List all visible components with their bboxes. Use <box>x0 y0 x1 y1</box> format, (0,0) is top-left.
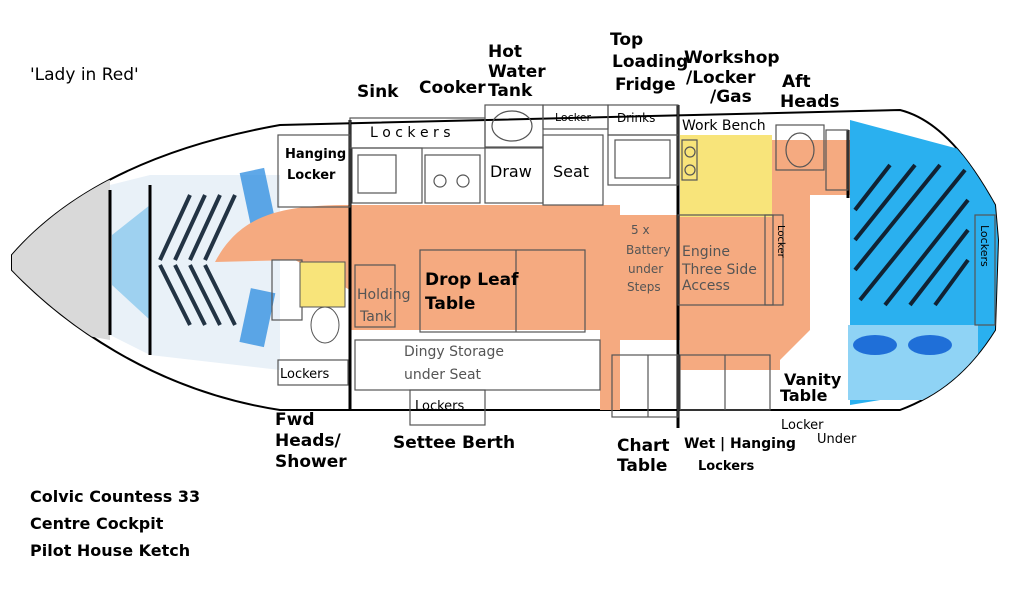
shower-tray <box>299 261 346 308</box>
label-dingy-2: under Seat <box>404 367 482 383</box>
label-battery-1: 5 x <box>631 223 650 237</box>
label-vanity-2: Table <box>780 386 828 405</box>
label-wet-lockers: Lockers <box>698 459 754 474</box>
forward-berth-hatch <box>112 205 150 320</box>
label-drop-leaf-2: Table <box>425 294 475 314</box>
label-hot-1: Hot <box>488 42 522 62</box>
label-locker-vertical: Locker <box>775 225 786 259</box>
label-lockers-top: L o c k e r s <box>370 125 451 141</box>
label-fwd-heads-2: Heads/ <box>275 431 342 451</box>
label-workshop-2: /Locker <box>686 68 756 88</box>
label-chart-2: Table <box>617 456 667 476</box>
label-workshop-1: Workshop <box>684 48 780 68</box>
label-vanity-1: Vanity <box>784 370 842 389</box>
aft-passage <box>680 215 780 370</box>
label-locker-small: Locker <box>555 111 591 124</box>
label-dingy-1: Dingy Storage <box>404 344 504 360</box>
info-line-3: Pilot House Ketch <box>30 541 190 560</box>
info-line-1: Colvic Countess 33 <box>30 487 200 506</box>
label-fwd-heads-3: Shower <box>275 452 347 472</box>
label-engine-1: Engine <box>682 244 730 260</box>
label-settee-berth: Settee Berth <box>393 433 515 453</box>
label-aft-heads-1: Aft <box>782 72 811 92</box>
label-workshop-3: /Gas <box>710 87 752 107</box>
label-fridge-1: Top <box>610 30 643 50</box>
label-drop-leaf-1: Drop Leaf <box>425 270 519 290</box>
label-engine-3: Access <box>682 278 730 294</box>
label-holding-1: Holding <box>357 287 411 303</box>
info-line-2: Centre Cockpit <box>30 514 164 533</box>
label-cooker: Cooker <box>419 78 486 98</box>
label-drinks: Drinks <box>617 111 655 125</box>
label-wet-hanging: Wet | Hanging <box>684 436 796 452</box>
label-battery-4: Steps <box>627 280 661 294</box>
label-hanging-1: Hanging <box>285 147 346 162</box>
fwd-cushion-top <box>239 167 276 227</box>
bow-area <box>12 180 110 340</box>
label-holding-2: Tank <box>359 309 393 325</box>
joinery <box>271 104 996 426</box>
label-fridge-3: Fridge <box>615 75 676 95</box>
label-draw: Draw <box>490 162 532 181</box>
label-sink: Sink <box>357 82 399 102</box>
label-work-bench: Work Bench <box>682 118 766 134</box>
label-lockers-fwd: Lockers <box>280 367 330 382</box>
aft-berth-slats <box>853 163 970 307</box>
fwd-cushion-bottom <box>239 288 276 348</box>
aft-walkway <box>770 140 850 370</box>
fwd-toilet <box>310 306 340 344</box>
saloon-floor <box>215 205 680 410</box>
label-hot-2: Water <box>488 62 546 82</box>
label-fridge-2: Loading <box>612 52 688 72</box>
label-lockers-settee: Lockers <box>415 399 465 414</box>
label-fwd-heads-1: Fwd <box>275 410 315 430</box>
aft-cushions <box>853 335 952 355</box>
label-chart-1: Chart <box>617 436 670 456</box>
label-hanging-2: Locker <box>287 168 336 183</box>
boat-name: 'Lady in Red' <box>30 65 139 85</box>
workshop-area <box>680 135 772 217</box>
forward-berth-slats <box>158 194 237 326</box>
label-locker-under-1: Locker <box>781 418 824 433</box>
label-battery-2: Battery <box>626 243 670 257</box>
label-lockers-vertical: Lockers <box>978 225 991 267</box>
label-engine-2: Three Side <box>681 262 757 278</box>
label-seat: Seat <box>553 162 589 181</box>
label-aft-heads-2: Heads <box>780 92 840 112</box>
label-battery-3: under <box>628 262 663 276</box>
label-hot-3: Tank <box>488 81 533 101</box>
label-locker-under-2: Under <box>817 432 857 447</box>
